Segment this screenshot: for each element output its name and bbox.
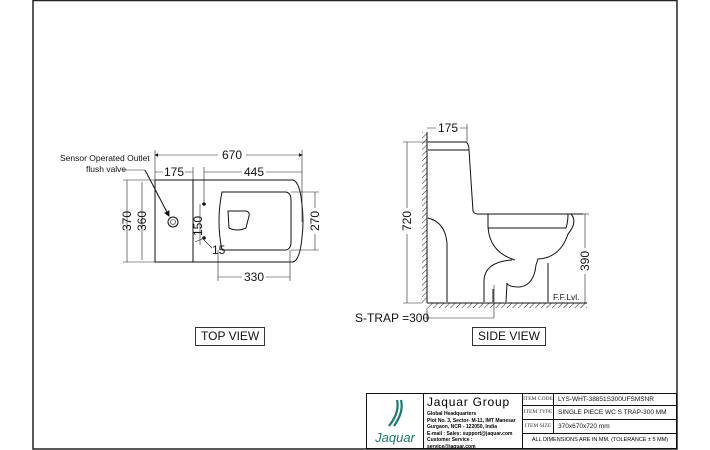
company-name: Jaquar Group bbox=[427, 395, 510, 409]
logo-cell: Jaquar bbox=[367, 394, 424, 449]
seat-profile bbox=[487, 213, 575, 235]
seat-outline bbox=[218, 191, 292, 251]
jaquar-logo-icon: Jaquar bbox=[374, 399, 416, 445]
dim-270: 270 bbox=[308, 211, 322, 231]
dim-15: 15 bbox=[212, 243, 226, 257]
s-trap-label: S-TRAP =300 bbox=[355, 311, 429, 325]
address-line1: Plot No. 3, Sector- M-11, IMT Manesar bbox=[427, 417, 516, 424]
company-cell: Jaquar Group Global Headquarters Plot No… bbox=[424, 394, 523, 450]
annotation-line2: flush valve bbox=[86, 164, 126, 174]
sheet-frame bbox=[32, 0, 678, 450]
row-label: ITEM TYPE bbox=[523, 406, 554, 419]
flush-valve-icon bbox=[167, 216, 179, 228]
tolerance-note: ALL DIMENSIONS ARE IN MM. (TOLERANCE ± 5… bbox=[531, 437, 669, 443]
row-value: LYS-WHT-38851S300UFSMSNR bbox=[558, 396, 654, 403]
title-block: Jaquar Jaquar Group Global Headquarters … bbox=[366, 393, 677, 450]
row-label: ITEM SIZE bbox=[523, 420, 554, 433]
side-dim-175: 175 bbox=[438, 121, 458, 135]
dim-670: 670 bbox=[222, 148, 242, 162]
floor-level-label: F.F.Lvl. bbox=[553, 292, 579, 302]
row-value: SINGLE PIECE WC S TRAP-300 MM bbox=[558, 409, 667, 416]
row-label: ITEM CODE bbox=[523, 394, 554, 405]
service-line: Customer Service : service@jaquar.com bbox=[427, 437, 476, 450]
rear-base bbox=[427, 217, 448, 302]
email-line: E-mail : Sales: support@jaquar.com bbox=[427, 430, 513, 437]
address-line2: Gurgaon, NCR - 122050, India bbox=[427, 424, 498, 430]
row-value: 370x670x720 mm bbox=[558, 423, 610, 430]
dim-445: 445 bbox=[244, 165, 264, 179]
side-view-drawing: 175 720 390 F.F.Lvl. S-TRAP =300 bbox=[355, 121, 592, 325]
tank-profile bbox=[428, 141, 583, 215]
dim-175: 175 bbox=[164, 165, 184, 179]
top-view-label: TOP VIEW bbox=[195, 327, 266, 346]
bowl-opening bbox=[227, 210, 250, 231]
dim-360: 360 bbox=[135, 211, 149, 231]
brand-name: Jaquar bbox=[374, 430, 415, 445]
item-size-row: ITEM SIZE 370x670x720 mm bbox=[523, 420, 677, 434]
dim-390: 390 bbox=[578, 251, 592, 271]
side-view-label: SIDE VIEW bbox=[472, 327, 547, 346]
tank-outline bbox=[154, 179, 194, 263]
dim-150: 150 bbox=[191, 216, 205, 236]
dim-720: 720 bbox=[400, 211, 414, 231]
bowl-outline bbox=[193, 179, 304, 263]
hq-title: Global Headquarters bbox=[427, 411, 477, 417]
annotation-line1: Sensor Operated Outlet bbox=[60, 153, 150, 163]
dim-370: 370 bbox=[120, 211, 134, 231]
top-view-drawing: Sensor Operated Outlet flush valve 670 1… bbox=[60, 147, 322, 284]
item-type-row: ITEM TYPE SINGLE PIECE WC S TRAP-300 MM bbox=[523, 406, 677, 420]
wall-hatch bbox=[422, 132, 427, 303]
bowl-profile bbox=[483, 225, 569, 303]
item-table: ITEM CODE LYS-WHT-38851S300UFSMSNR ITEM … bbox=[523, 394, 677, 434]
dim-330: 330 bbox=[244, 270, 264, 284]
floor-hatch bbox=[427, 303, 587, 308]
fixing-hole bbox=[202, 202, 206, 206]
item-code-row: ITEM CODE LYS-WHT-38851S300UFSMSNR bbox=[523, 394, 677, 406]
